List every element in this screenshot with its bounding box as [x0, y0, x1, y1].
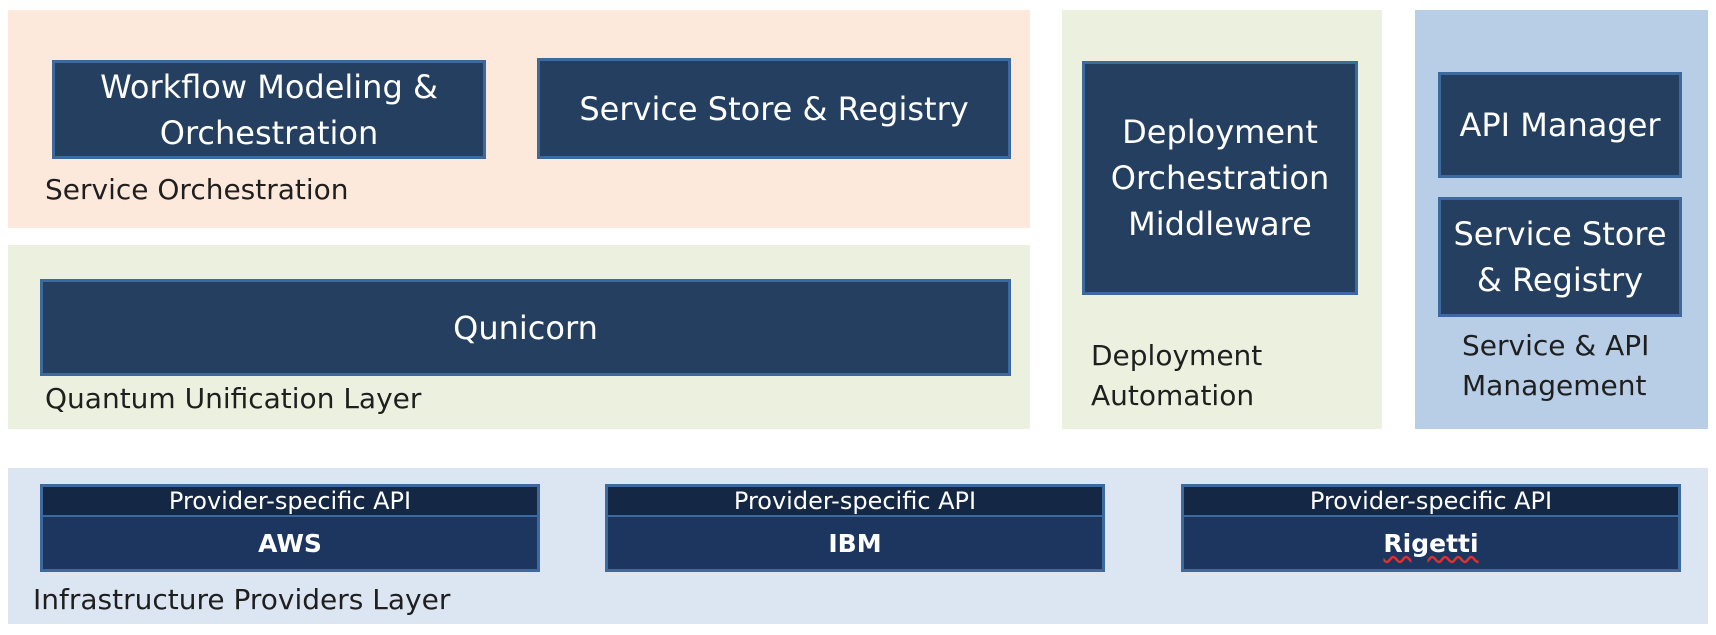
provider-name: IBM	[828, 528, 882, 558]
service-orchestration-label: Service Orchestration	[45, 173, 349, 206]
provider-api-label: Provider-specific API	[43, 487, 537, 517]
provider-name: AWS	[258, 528, 322, 558]
service-orchestration-panel: Workflow Modeling & Orchestration Servic…	[8, 10, 1030, 228]
provider-rigetti: Provider-specific API Rigetti	[1181, 484, 1681, 572]
api-manager-box: API Manager	[1438, 72, 1682, 178]
deployment-automation-label: Deployment Automation	[1091, 339, 1263, 412]
service-store-registry-box: Service Store & Registry	[537, 58, 1011, 159]
service-store-registry-box-2: Service Store & Registry	[1438, 197, 1682, 317]
infrastructure-providers-label: Infrastructure Providers Layer	[33, 583, 451, 616]
provider-name: Rigetti	[1383, 528, 1479, 558]
quantum-unification-label: Quantum Unification Layer	[45, 382, 422, 415]
provider-api-label: Provider-specific API	[1184, 487, 1678, 517]
infrastructure-providers-panel: Provider-specific API AWS Provider-speci…	[8, 468, 1708, 624]
deployment-automation-panel: Deployment Orchestration Middleware Depl…	[1062, 10, 1382, 429]
workflow-modeling-box: Workflow Modeling & Orchestration	[52, 60, 486, 159]
service-api-management-label: Service & API Management	[1462, 329, 1650, 402]
provider-aws: Provider-specific API AWS	[40, 484, 540, 572]
qunicorn-box: Qunicorn	[40, 279, 1011, 376]
quantum-unification-panel: Qunicorn Quantum Unification Layer	[8, 245, 1030, 429]
service-api-management-panel: API Manager Service Store & Registry Ser…	[1415, 10, 1708, 429]
provider-ibm: Provider-specific API IBM	[605, 484, 1105, 572]
deployment-orchestration-box: Deployment Orchestration Middleware	[1082, 61, 1358, 295]
provider-api-label: Provider-specific API	[608, 487, 1102, 517]
provider-name-container: Rigetti	[1184, 517, 1678, 569]
